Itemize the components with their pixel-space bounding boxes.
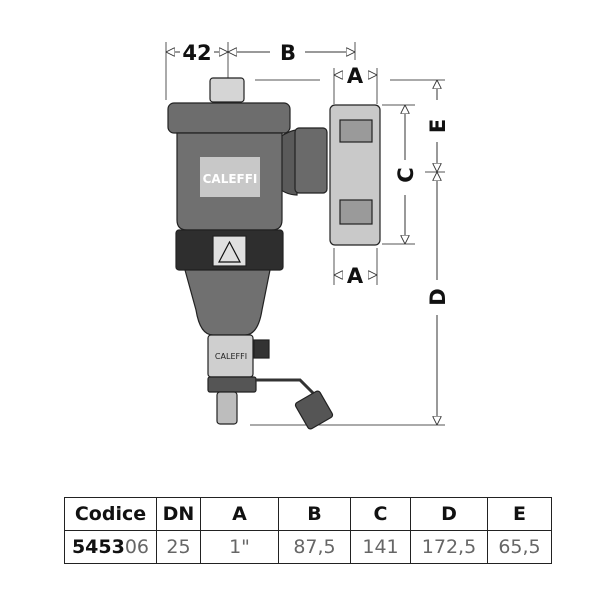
table-row: 545306 25 1" 87,5 141 172,5 65,5 bbox=[64, 530, 552, 564]
table-header-row: Codice DN A B C D E bbox=[64, 497, 552, 531]
cell-e: 65,5 bbox=[487, 530, 552, 564]
header-codice: Codice bbox=[64, 497, 157, 531]
dimension-d-label: D bbox=[426, 288, 450, 305]
cell-codice: 545306 bbox=[64, 530, 157, 564]
cell-c: 141 bbox=[350, 530, 411, 564]
cell-dn: 25 bbox=[156, 530, 201, 564]
cell-a: 1" bbox=[200, 530, 279, 564]
dimension-b-label: B bbox=[280, 41, 296, 65]
extension-lines bbox=[165, 42, 445, 426]
dimension-a-bottom-label: A bbox=[347, 264, 364, 288]
dimension-e-label: E bbox=[426, 119, 450, 133]
code-suffix: 06 bbox=[124, 536, 150, 558]
caleffi-logo: CALEFFI bbox=[203, 172, 258, 186]
header-e: E bbox=[487, 497, 552, 531]
header-dn: DN bbox=[156, 497, 201, 531]
header-b: B bbox=[278, 497, 351, 531]
header-a: A bbox=[200, 497, 279, 531]
header-d: D bbox=[410, 497, 488, 531]
dimensions-table: Codice DN A B C D E 545306 25 1" 87,5 14… bbox=[64, 497, 552, 564]
cell-b: 87,5 bbox=[278, 530, 351, 564]
dimension-c-label: C bbox=[394, 167, 418, 182]
dirt-separator-drawing: 42 B A A C E D CALEFFI CALEFFI bbox=[165, 41, 450, 430]
valve-logo: CALEFFI bbox=[215, 352, 247, 361]
code-prefix: 5453 bbox=[71, 536, 125, 558]
cell-d: 172,5 bbox=[410, 530, 488, 564]
dimension-a-top-label: A bbox=[347, 64, 364, 88]
header-c: C bbox=[350, 497, 411, 531]
separator-body bbox=[167, 77, 381, 430]
dimension-42-label: 42 bbox=[182, 41, 211, 65]
dimension-lines bbox=[166, 52, 437, 425]
